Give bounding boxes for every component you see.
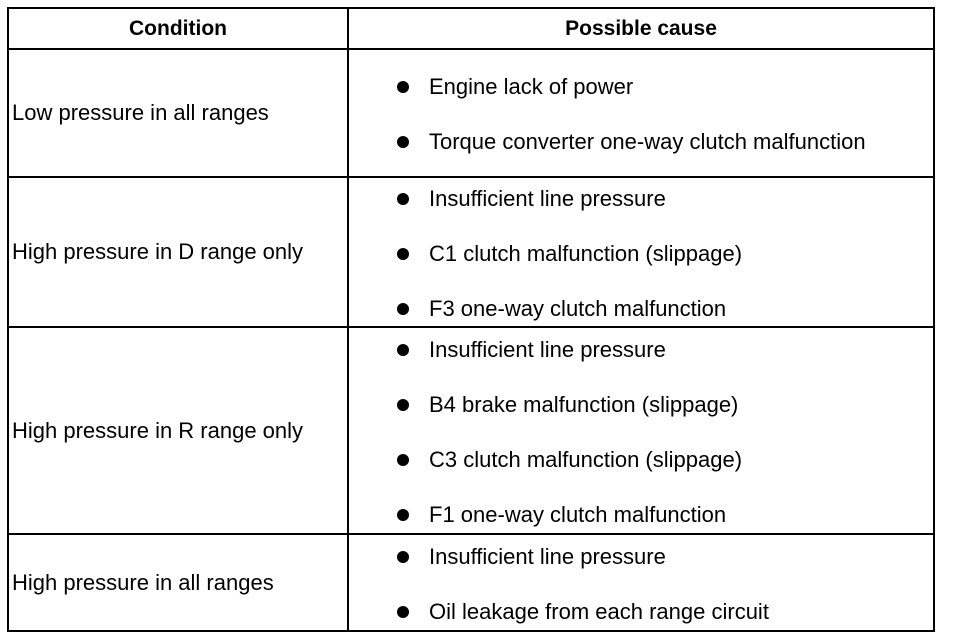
- cause-text: F3 one-way clutch malfunction: [429, 295, 727, 321]
- table-row: High pressure in all ranges Insufficient…: [7, 533, 935, 632]
- condition-cell: High pressure in R range only: [7, 326, 349, 535]
- cause-cell: Engine lack of power Torque converter on…: [347, 48, 935, 178]
- cause-item: Insufficient line pressure: [349, 335, 933, 364]
- cause-text: Insufficient line pressure: [429, 336, 666, 362]
- header-condition: Condition: [7, 7, 349, 50]
- cause-cell: Insufficient line pressure Oil leakage f…: [347, 533, 935, 632]
- condition-cell: Low pressure in all ranges: [7, 48, 349, 178]
- header-row: Condition Possible cause: [7, 7, 935, 50]
- cause-text: C3 clutch malfunction (slippage): [429, 446, 743, 472]
- cause-text: Oil leakage from each range circuit: [429, 598, 769, 624]
- bullet-icon: [397, 398, 409, 411]
- table-row: High pressure in D range only Insufficie…: [7, 176, 935, 328]
- condition-cell: High pressure in D range only: [7, 176, 349, 328]
- cause-item: F1 one-way clutch malfunction: [349, 500, 933, 529]
- cause-cell: Insufficient line pressure C1 clutch mal…: [347, 176, 935, 328]
- condition-cell: High pressure in all ranges: [7, 533, 349, 632]
- bullet-icon: [397, 508, 409, 521]
- table-row: Low pressure in all ranges Engine lack o…: [7, 48, 935, 178]
- cause-item: Torque converter one-way clutch malfunct…: [349, 127, 933, 156]
- bullet-icon: [397, 81, 409, 93]
- cause-item: Insufficient line pressure: [349, 184, 933, 213]
- cause-list: Engine lack of power Torque converter on…: [349, 70, 933, 156]
- cause-list: Insufficient line pressure B4 brake malf…: [349, 333, 933, 529]
- bullet-icon: [397, 453, 409, 466]
- cause-list: Insufficient line pressure Oil leakage f…: [349, 540, 933, 626]
- header-possible-cause: Possible cause: [347, 7, 935, 50]
- bullet-icon: [397, 550, 409, 563]
- bullet-icon: [397, 247, 409, 260]
- bullet-icon: [397, 302, 409, 315]
- bullet-icon: [397, 136, 409, 148]
- cause-text: C1 clutch malfunction (slippage): [429, 240, 743, 266]
- cause-item: C1 clutch malfunction (slippage): [349, 239, 933, 268]
- diagnosis-table: Condition Possible cause Low pressure in…: [7, 7, 935, 632]
- cause-text: Torque converter one-way clutch malfunct…: [429, 129, 866, 154]
- cause-text: F1 one-way clutch malfunction: [429, 501, 727, 527]
- cause-text: B4 brake malfunction (slippage): [429, 391, 739, 417]
- cause-cell: Insufficient line pressure B4 brake malf…: [347, 326, 935, 535]
- cause-text: Insufficient line pressure: [429, 543, 666, 569]
- cause-list: Insufficient line pressure C1 clutch mal…: [349, 182, 933, 323]
- bullet-icon: [397, 343, 409, 356]
- bullet-icon: [397, 192, 409, 205]
- bullet-icon: [397, 605, 409, 618]
- cause-item: F3 one-way clutch malfunction: [349, 294, 933, 323]
- cause-text: Engine lack of power: [429, 74, 634, 99]
- cause-item: Insufficient line pressure: [349, 542, 933, 571]
- cause-item: C3 clutch malfunction (slippage): [349, 445, 933, 474]
- table-row: High pressure in R range only Insufficie…: [7, 326, 935, 535]
- cause-text: Insufficient line pressure: [429, 185, 666, 211]
- cause-item: Engine lack of power: [349, 72, 933, 101]
- cause-item: Oil leakage from each range circuit: [349, 597, 933, 626]
- cause-item: B4 brake malfunction (slippage): [349, 390, 933, 419]
